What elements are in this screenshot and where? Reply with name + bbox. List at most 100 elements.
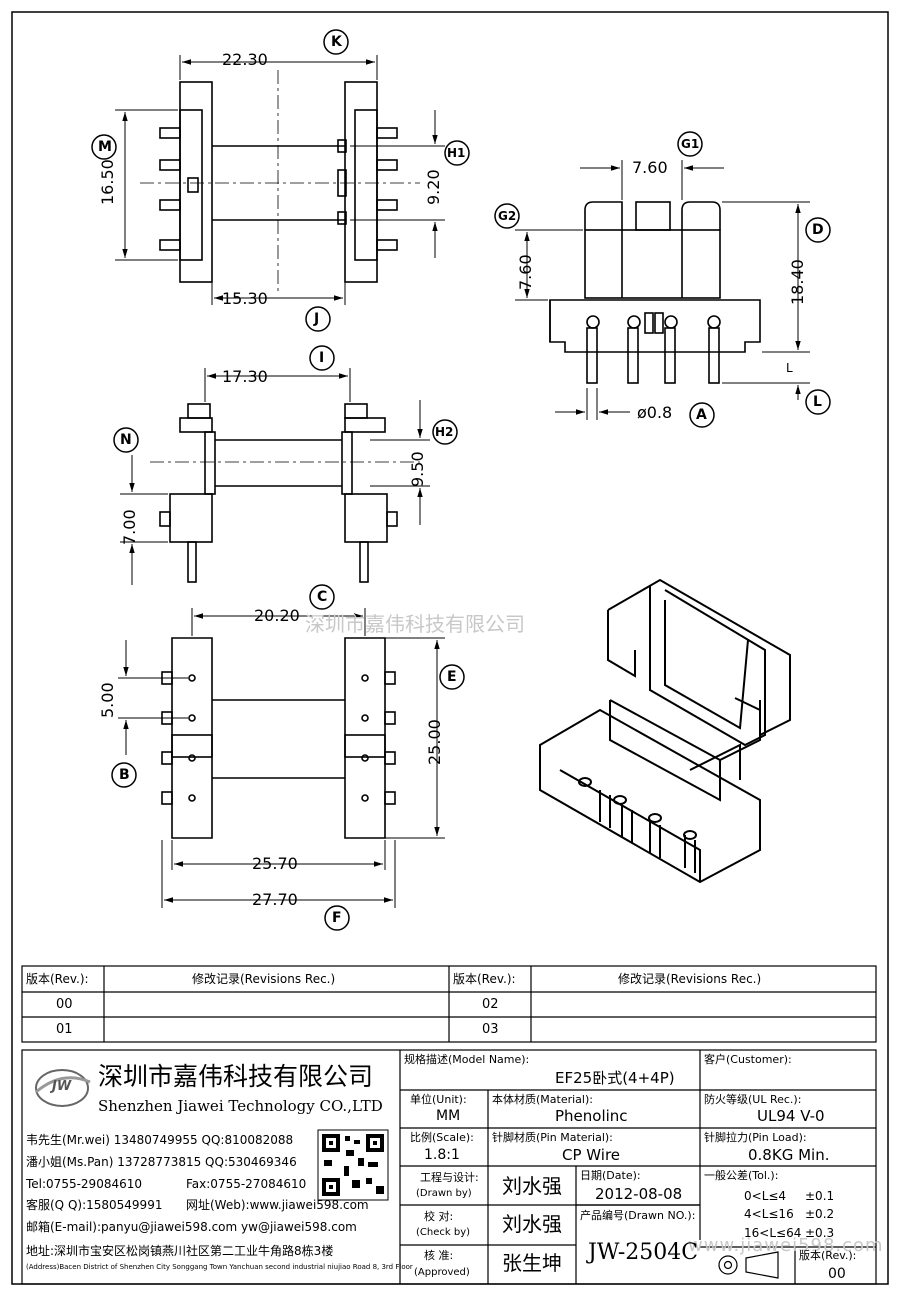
dim-g1: 7.60 [632, 158, 668, 177]
address-en: (Address)Bacen District of Shenzhen City… [26, 1263, 413, 1271]
check-label-en: (Check by) [416, 1227, 471, 1238]
bottom-view-dims [118, 608, 445, 908]
company-name-en: Shenzhen Jiawei Technology CO.,LTD [98, 1097, 383, 1115]
drawn-label: 工程与设计: [420, 1171, 479, 1184]
company-logo [35, 1069, 91, 1107]
dim-n: 7.00 [120, 509, 139, 545]
rev-row-00: 00 [56, 997, 73, 1012]
contact-wei: 韦先生(Mr.wei) 13480749955 QQ:810082088 [26, 1133, 294, 1147]
dim-h1: 9.20 [424, 169, 443, 205]
dim-e: 25.00 [425, 719, 444, 765]
view-front [150, 403, 420, 583]
watermark: 深圳市嘉伟科技有限公司 [305, 612, 525, 636]
unit-label: 单位(Unit): [410, 1093, 467, 1106]
projection-symbol-icon [718, 1251, 779, 1279]
callout-m: M [98, 139, 112, 155]
rev-header-right: 版本(Rev.): [453, 972, 516, 986]
side-view-dims [515, 160, 810, 420]
pin-material-value: CP Wire [562, 1146, 621, 1164]
callout-l: L [813, 394, 822, 410]
callout-e: E [447, 669, 457, 685]
qr-code [317, 1129, 389, 1201]
contact-fax: Fax:0755-27084610 [186, 1177, 307, 1191]
company-name-cn: 深圳市嘉伟科技有限公司 [98, 1062, 374, 1091]
tol-value-2: ±0.2 [805, 1207, 835, 1221]
address-cn: 地址:深圳市宝安区松岗镇燕川社区第二工业牛角路8栋3楼 [26, 1244, 334, 1258]
pin-load-label: 针脚拉力(Pin Load): [704, 1131, 807, 1144]
revision-table [21, 965, 877, 1043]
callout-i: I [319, 350, 325, 366]
drawing-no-value: JW-2504C [588, 1240, 699, 1265]
view-top [140, 70, 420, 295]
tol-value-1: ±0.1 [805, 1189, 835, 1203]
date-value: 2012-08-08 [595, 1185, 683, 1203]
pin-material-label: 针脚材质(Pin Material): [492, 1131, 613, 1144]
view-bottom [161, 637, 396, 839]
callouts [91, 29, 831, 931]
dim-c: 20.20 [254, 606, 300, 625]
approved-label-en: (Approved) [414, 1267, 470, 1278]
rec-header-left: 修改记录(Revisions Rec.) [192, 972, 336, 986]
ul-label: 防火等级(UL Rec.): [704, 1093, 802, 1106]
customer-label: 客户(Customer): [704, 1053, 792, 1066]
ul-value: UL94 V-0 [757, 1107, 825, 1125]
dim-f-inner: 25.70 [252, 854, 298, 873]
callout-g2: G2 [498, 209, 517, 223]
drawing-no-label: 产品编号(Drawn NO.): [580, 1209, 696, 1222]
contact-tel: Tel:0755-29084610 [26, 1177, 142, 1191]
callout-b: B [119, 767, 130, 783]
drawn-label-en: (Drawn by) [416, 1188, 472, 1199]
tol-range-1: 0<L≤4 [744, 1189, 787, 1203]
callout-c: C [317, 589, 328, 605]
dim-b: 5.00 [98, 682, 117, 718]
callout-n: N [120, 432, 132, 448]
model-label: 规格描述(Model Name): [404, 1053, 530, 1066]
dim-k: 22.30 [222, 50, 268, 69]
callout-f: F [332, 910, 342, 926]
view-isometric [539, 578, 791, 884]
watermark-url: www.jiawei598.com [688, 1235, 884, 1256]
drawn-value: 刘水强 [502, 1174, 562, 1198]
title-block-grid [21, 1049, 877, 1285]
check-value: 刘水强 [502, 1212, 562, 1236]
dim-j: 15.30 [222, 289, 268, 308]
tol-range-3: 16<L≤64 [744, 1226, 802, 1240]
callout-l-small: L [786, 361, 793, 375]
rev-row-01: 01 [56, 1022, 73, 1037]
callout-k: K [331, 34, 342, 50]
check-label: 校 对: [424, 1210, 454, 1223]
callout-a: A [696, 407, 707, 423]
dim-g2: 7.60 [516, 254, 535, 290]
dim-f-outer: 27.70 [252, 890, 298, 909]
rev-value: 00 [828, 1266, 846, 1282]
dim-d: 18.40 [788, 259, 807, 305]
callout-h1: H1 [447, 146, 466, 160]
rev-label: 版本(Rev.): [799, 1249, 857, 1262]
callout-j: J [314, 311, 320, 327]
approved-label: 核 准: [424, 1249, 454, 1262]
dim-i: 17.30 [222, 367, 268, 386]
dim-h2: 9.50 [408, 451, 427, 487]
front-view-dims [120, 368, 430, 585]
model-value: EF25卧式(4+4P) [555, 1069, 675, 1087]
dim-m: 16.50 [98, 159, 117, 205]
view-side [549, 201, 761, 384]
tol-range-2: 4<L≤16 [744, 1207, 794, 1221]
approved-value: 张生坤 [502, 1251, 562, 1275]
rev-header-left: 版本(Rev.): [26, 972, 89, 986]
tolerance-label: 一般公差(Tol.): [704, 1169, 779, 1182]
contact-qq: 客服(Q Q):1580549991 [26, 1198, 163, 1212]
callout-g1: G1 [681, 137, 700, 151]
scale-value: 1.8:1 [424, 1147, 460, 1163]
tol-value-3: ±0.3 [805, 1226, 835, 1240]
rec-header-right: 修改记录(Revisions Rec.) [618, 972, 762, 986]
date-label: 日期(Date): [580, 1169, 641, 1182]
unit-value: MM [436, 1108, 461, 1124]
scale-label: 比例(Scale): [410, 1131, 474, 1144]
contact-web: 网址(Web):www.jiawei598.com [186, 1198, 369, 1212]
dim-pin: ø0.8 [637, 403, 673, 422]
top-view-dims [115, 55, 445, 305]
rev-row-02: 02 [482, 997, 499, 1012]
logo-text: JW [52, 1079, 72, 1094]
